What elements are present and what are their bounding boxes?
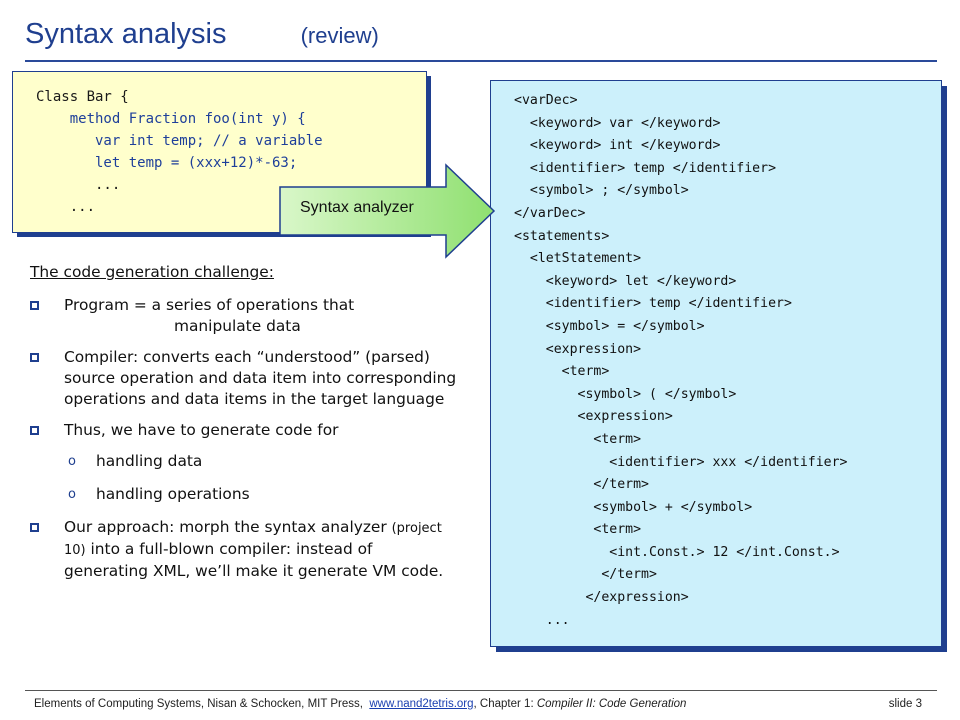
- syntax-analyzer-arrow-icon: [279, 163, 496, 259]
- xml-box: [490, 80, 942, 647]
- code-line: Class Bar {: [36, 89, 129, 105]
- title-main: Syntax analysis: [25, 18, 227, 50]
- xml-line: </term>: [514, 477, 649, 493]
- xml-line: <symbol> ; </symbol>: [514, 183, 689, 199]
- footer-rule: [25, 690, 937, 691]
- footer-link[interactable]: www.nand2tetris.org: [369, 698, 474, 710]
- square-bullet-icon: [30, 523, 39, 532]
- footer: Elements of Computing Systems, Nisan & S…: [34, 698, 687, 710]
- chapter-title: Compiler II: Code Generation: [536, 698, 687, 710]
- circle-bullet-icon: o: [68, 487, 76, 502]
- arrow-label: Syntax analyzer: [300, 199, 414, 216]
- square-bullet-icon: [30, 301, 39, 310]
- xml-line: <symbol> + </symbol>: [514, 499, 753, 515]
- code-line: ...: [36, 199, 96, 215]
- xml-line: </term>: [514, 567, 657, 583]
- code-line: ...: [36, 177, 121, 193]
- xml-line: <symbol> ( </symbol>: [514, 386, 737, 402]
- xml-line: </varDec>: [514, 205, 586, 221]
- square-bullet-icon: [30, 426, 39, 435]
- source-code: Class Bar { method Fraction foo(int y) {…: [36, 86, 323, 218]
- circle-bullet-icon: o: [68, 454, 76, 469]
- xml-line: <keyword> let </keyword>: [514, 273, 737, 289]
- title-sub: (review): [300, 23, 379, 48]
- xml-line: <term>: [514, 364, 610, 380]
- page-title: Syntax analysis (review): [25, 18, 379, 51]
- xml-line: <term>: [514, 431, 642, 447]
- xml-line: <int.Const.> 12 </int.Const.>: [514, 544, 840, 560]
- xml-line: <expression>: [514, 341, 642, 357]
- xml-line: <identifier> temp </identifier>: [514, 296, 792, 312]
- xml-line: </expression>: [514, 590, 689, 606]
- xml-line: <term>: [514, 522, 642, 538]
- code-line: var int temp; // a variable: [36, 133, 323, 149]
- xml-line: <expression>: [514, 409, 673, 425]
- xml-line: <keyword> int </keyword>: [514, 138, 721, 154]
- square-bullet-icon: [30, 353, 39, 362]
- title-rule: [25, 60, 937, 62]
- slide-number: slide 3: [888, 698, 922, 710]
- xml-line: <symbol> = </symbol>: [514, 318, 705, 334]
- bullet-generate: Thus, we have to generate code for: [30, 420, 460, 441]
- xml-line: ...: [514, 612, 570, 628]
- xml-line: <identifier> temp </identifier>: [514, 160, 777, 176]
- bullet-compiler: Compiler: converts each “understood” (pa…: [30, 347, 460, 410]
- challenge-heading: The code generation challenge:: [30, 263, 274, 281]
- xml-line: <statements>: [514, 228, 610, 244]
- xml-line: <letStatement>: [514, 251, 642, 267]
- xml-line: <varDec>: [514, 93, 578, 108]
- bullet-approach: Our approach: morph the syntax analyzer …: [30, 517, 460, 582]
- code-line: method Fraction foo(int y) {: [36, 111, 306, 127]
- xml-output: <varDec> <keyword> var </keyword> <keywo…: [514, 90, 847, 632]
- code-line: let temp = (xxx+12)*-63;: [36, 155, 298, 171]
- xml-line: <identifier> xxx </identifier>: [514, 454, 848, 470]
- challenge-section: The code generation challenge: Program =…: [30, 263, 460, 592]
- xml-line: <keyword> var </keyword>: [514, 115, 721, 131]
